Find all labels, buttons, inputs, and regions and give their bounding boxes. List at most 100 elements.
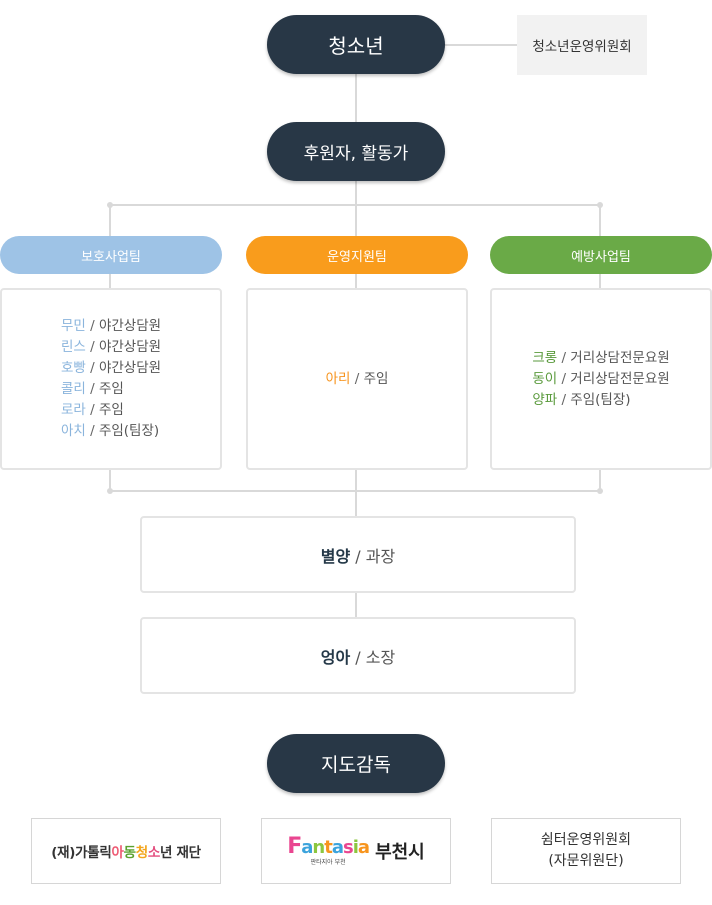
manager-separator: / xyxy=(350,546,366,566)
team-prevention-label-pill: 예방사업팀 xyxy=(490,236,712,274)
logo-letter: a xyxy=(357,836,370,858)
member-entry: 크롱 / 거리상담전문요원 xyxy=(532,348,669,369)
member-name: 양파 xyxy=(532,391,558,408)
team-protection-members-box: 무민 / 야간상담원 린스 / 야간상담원 호빵 / 야간상담원 콜리 / 주임… xyxy=(0,288,222,470)
shelter-committee-logo-box: 쉼터운영위원회 (자문위원단) xyxy=(491,818,681,884)
team-protection-label-pill: 보호사업팀 xyxy=(0,236,222,274)
member-role: 주임(팀장) xyxy=(570,391,631,408)
connector-youth-committee xyxy=(445,44,517,46)
logo-letter: a xyxy=(331,836,344,858)
member-name: 린스 xyxy=(60,339,86,355)
catholic-foundation-name: (재)가톨릭아동청소년 재단 xyxy=(51,841,201,861)
member-entry: 동이 / 거리상담전문요원 xyxy=(532,369,669,390)
member-role: 주임 xyxy=(98,381,124,397)
supervision-node-label: 지도감독 xyxy=(321,754,391,776)
logo-letter: F xyxy=(287,833,302,859)
connector-team1-inner xyxy=(109,272,111,290)
member-separator: / xyxy=(85,402,99,418)
org-name-part: 아 xyxy=(111,845,124,861)
member-entry: 린스 / 야간상담원 xyxy=(61,337,161,358)
manager-box: 별양 / 과장 xyxy=(140,516,576,593)
shelter-committee-line2: (자문위원단) xyxy=(548,853,624,869)
member-separator: / xyxy=(350,370,364,387)
team-label: 운영지원팀 xyxy=(327,249,387,265)
member-role: 야간상담원 xyxy=(98,360,162,376)
manager-entry: 별양 / 과장 xyxy=(321,543,395,567)
director-entry: 엉아 / 소장 xyxy=(321,644,395,668)
member-separator: / xyxy=(557,349,571,366)
fantasia-logo-wordmark: Fantasia xyxy=(287,833,370,859)
youth-committee-node: 청소년운영위원회 xyxy=(517,15,647,75)
member-entry: 로라 / 주임 xyxy=(61,400,161,421)
connector-team2-inner xyxy=(355,272,357,290)
junction-dot xyxy=(597,202,603,208)
connector-team2-bottom xyxy=(355,468,357,518)
connector-team3-top xyxy=(599,204,601,237)
member-role: 거리상담전문요원 xyxy=(570,370,670,387)
member-name: 콜리 xyxy=(60,381,86,397)
team-prevention-members-box: 크롱 / 거리상담전문요원 동이 / 거리상담전문요원 양파 / 주임(팀장) xyxy=(490,288,712,470)
sponsors-node: 후원자, 활동가 xyxy=(267,122,445,181)
logo-letter: i xyxy=(352,836,359,858)
connector-team1-bottom xyxy=(109,468,111,492)
connector-bottom-horizontal xyxy=(109,490,601,492)
member-role: 주임(팀장) xyxy=(98,423,160,439)
team-operations-members-box: 아리 / 주임 xyxy=(246,288,468,470)
youth-committee-label: 청소년운영위원회 xyxy=(532,39,632,55)
member-list: 무민 / 야간상담원 린스 / 야간상담원 호빵 / 야간상담원 콜리 / 주임… xyxy=(61,316,161,442)
connector-team2-top xyxy=(355,204,357,237)
shelter-committee-line1: 쉼터운영위원회 xyxy=(540,832,632,848)
junction-dot xyxy=(107,488,113,494)
member-name: 아치 xyxy=(60,423,86,439)
youth-node-label: 청소년 xyxy=(328,34,384,58)
member-entry: 호빵 / 야간상담원 xyxy=(61,358,161,379)
bucheon-city-name: 부천시 xyxy=(375,842,425,863)
org-name-part: 동 xyxy=(123,845,136,861)
junction-dot xyxy=(597,488,603,494)
member-separator: / xyxy=(85,339,99,355)
member-name: 로라 xyxy=(60,402,86,418)
member-entry: 아리 / 주임 xyxy=(326,369,389,390)
director-role: 소장 xyxy=(365,647,396,667)
director-separator: / xyxy=(350,647,366,667)
supervision-node: 지도감독 xyxy=(267,734,445,793)
member-role: 주임 xyxy=(363,370,389,387)
org-name-part: 청 xyxy=(135,845,148,861)
org-name-part: 년 xyxy=(159,845,173,861)
connector-team3-inner xyxy=(599,272,601,290)
fantasia-logo: Fantasia 판타지아 부천 xyxy=(287,833,370,867)
org-name-part: (재)가톨릭 xyxy=(51,845,112,861)
junction-dot xyxy=(107,202,113,208)
member-separator: / xyxy=(85,423,99,439)
org-name-part: 소 xyxy=(147,845,160,861)
connector-team1-top xyxy=(109,204,111,237)
member-name: 크롱 xyxy=(532,349,558,366)
bucheon-city-logo-box: Fantasia 판타지아 부천 부천시 xyxy=(261,818,451,884)
member-separator: / xyxy=(85,360,99,376)
team-operations-label-pill: 운영지원팀 xyxy=(246,236,468,274)
connector-manager-director xyxy=(355,591,357,619)
fantasia-logo-subtitle: 판타지아 부천 xyxy=(310,858,346,866)
member-separator: / xyxy=(557,391,571,408)
member-role: 주임 xyxy=(98,402,124,418)
catholic-foundation-logo-box: (재)가톨릭아동청소년 재단 xyxy=(31,818,221,884)
member-entry: 아치 / 주임(팀장) xyxy=(61,421,161,442)
member-entry: 양파 / 주임(팀장) xyxy=(532,390,669,411)
member-separator: / xyxy=(85,381,99,397)
member-role: 야간상담원 xyxy=(98,339,162,355)
logo-letter: n xyxy=(312,836,325,858)
logo-letter: s xyxy=(343,836,354,858)
connector-sponsors-down xyxy=(355,180,357,206)
manager-name: 별양 xyxy=(320,546,351,566)
logo-letter: t xyxy=(324,836,333,858)
org-name-part: 재단 xyxy=(172,845,202,861)
youth-node: 청소년 xyxy=(267,15,445,74)
member-separator: / xyxy=(85,318,99,334)
sponsors-node-label: 후원자, 활동가 xyxy=(303,144,409,164)
director-box: 엉아 / 소장 xyxy=(140,617,576,694)
member-entry: 콜리 / 주임 xyxy=(61,379,161,400)
logo-letter: a xyxy=(301,836,313,858)
member-role: 거리상담전문요원 xyxy=(570,349,670,366)
member-role: 야간상담원 xyxy=(98,318,162,334)
team-label: 예방사업팀 xyxy=(571,249,631,265)
